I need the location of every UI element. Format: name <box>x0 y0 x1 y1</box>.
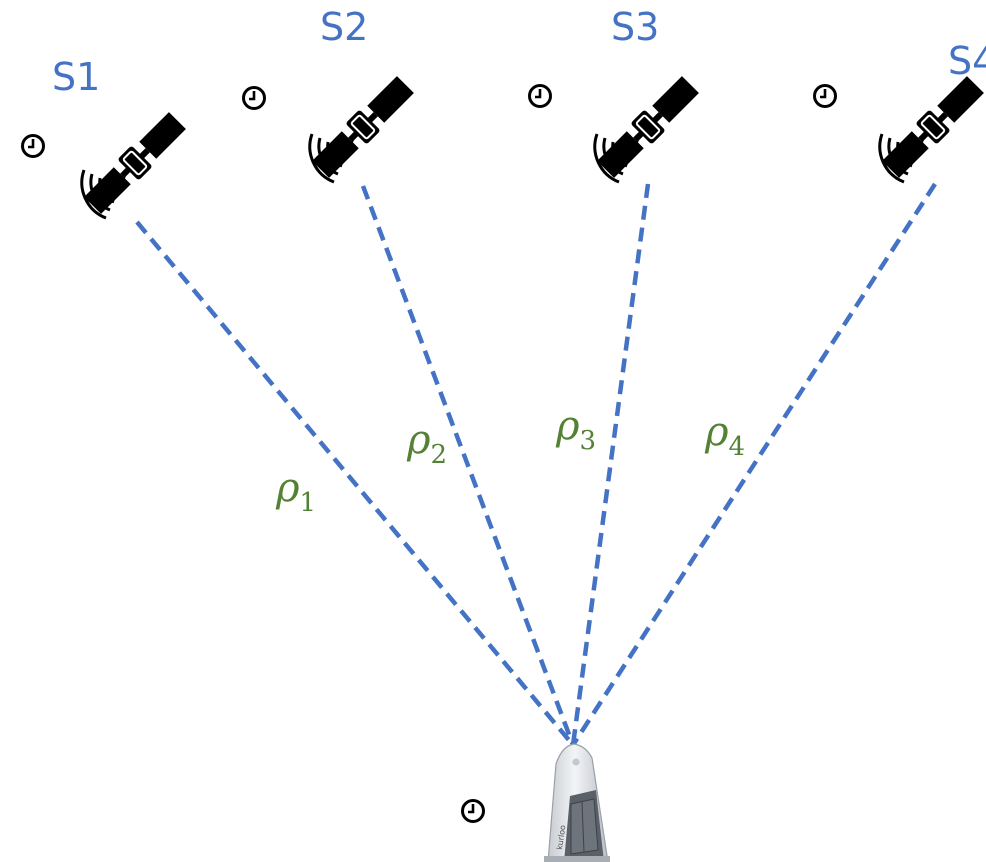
range-label-rho2: ρ2 <box>407 417 448 470</box>
clock-icon <box>528 84 552 108</box>
gnss-receiver-icon: kurloo <box>544 743 610 862</box>
clock-icon <box>813 84 837 108</box>
satellite-icon <box>878 76 984 184</box>
satellite-label-s4: S4 <box>948 39 986 83</box>
svg-text:kurloo: kurloo <box>555 824 567 850</box>
satellite-label-s3: S3 <box>611 5 660 49</box>
range-line-s3 <box>570 183 651 746</box>
satellite-icon <box>80 112 186 220</box>
clock-icon <box>242 86 266 110</box>
satellite-icon <box>308 76 414 184</box>
satellite-icon <box>593 76 699 184</box>
clock-icon <box>461 799 485 823</box>
range-label-rho1: ρ1 <box>276 465 317 518</box>
range-label-rho4: ρ4 <box>705 409 746 462</box>
range-line-s2 <box>360 185 576 746</box>
range-line-s1 <box>135 220 575 747</box>
clock-icon <box>21 134 45 158</box>
satellite-label-s2: S2 <box>320 5 369 49</box>
range-label-rho3: ρ3 <box>556 403 597 456</box>
range-line-s4 <box>571 182 937 747</box>
satellite-label-s1: S1 <box>52 55 101 99</box>
